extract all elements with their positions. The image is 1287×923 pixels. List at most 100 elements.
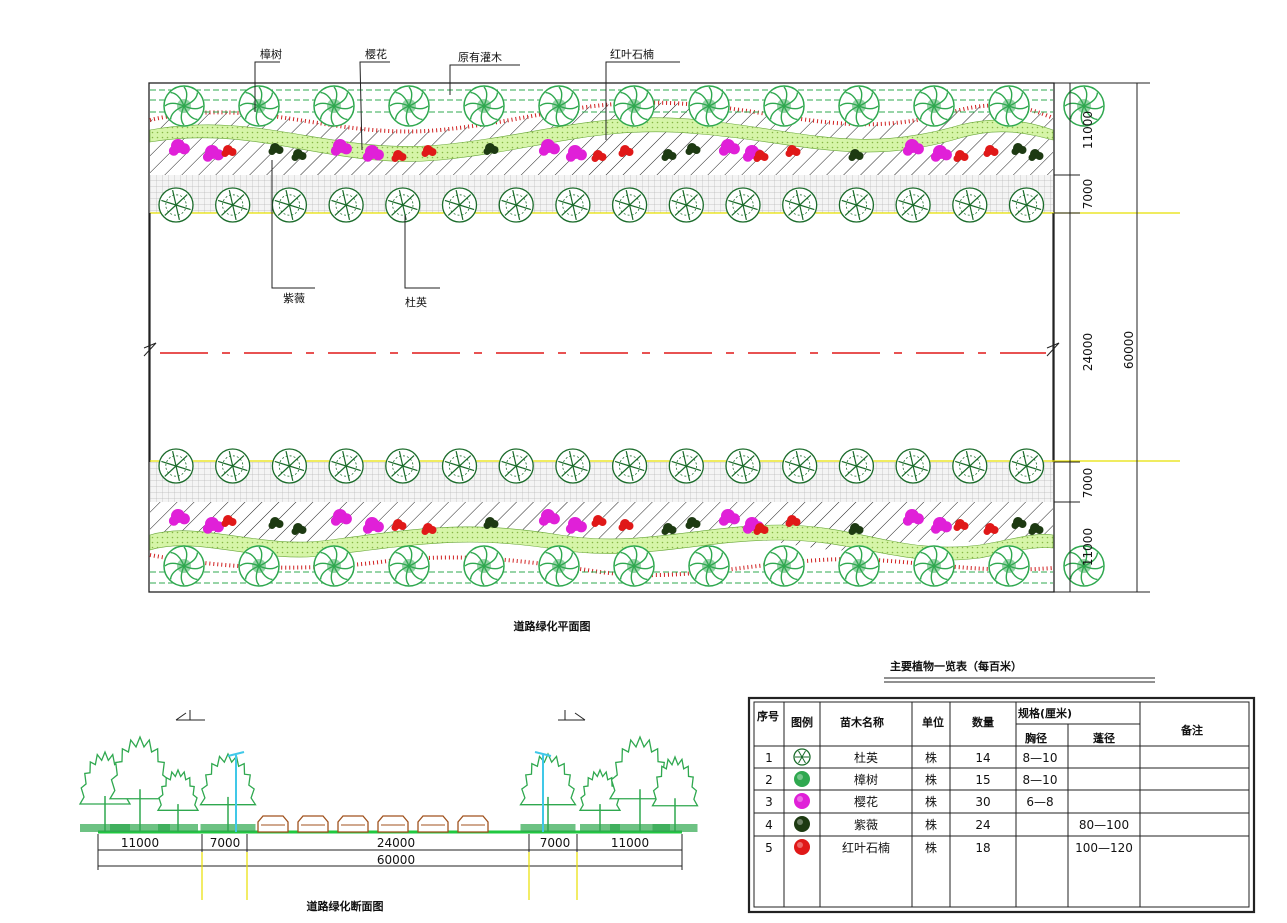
row-unit: 株 bbox=[925, 840, 937, 855]
plan-dimensions bbox=[1054, 82, 1150, 593]
crape-myrtle-shrub bbox=[661, 149, 677, 161]
hdr-spec: 规格(厘米) bbox=[1018, 706, 1072, 720]
crape-myrtle-shrub bbox=[291, 149, 307, 161]
green-canopy-tree bbox=[538, 545, 580, 587]
cherry-shrub bbox=[202, 145, 224, 162]
street-tree bbox=[498, 448, 534, 484]
tree-green-icon bbox=[794, 771, 810, 787]
green-canopy-tree bbox=[763, 85, 805, 127]
row-qty: 15 bbox=[975, 773, 990, 787]
car bbox=[297, 815, 329, 833]
dim-7000-top: 7000 bbox=[1081, 179, 1095, 210]
dim-24000: 24000 bbox=[1081, 333, 1095, 371]
section-tree bbox=[578, 768, 622, 832]
dim-60000: 60000 bbox=[1122, 331, 1136, 369]
section-tree bbox=[651, 755, 699, 832]
bottom-shrub-row bbox=[168, 509, 1044, 535]
cherry-shrub bbox=[538, 509, 560, 526]
street-tree bbox=[158, 187, 194, 223]
section-tree bbox=[156, 768, 200, 832]
section-guide-lines bbox=[201, 852, 578, 900]
photinia-shrub bbox=[953, 519, 969, 531]
street-tree bbox=[725, 448, 761, 484]
bottom-street-tree-row bbox=[158, 448, 1045, 484]
street-tree bbox=[952, 448, 988, 484]
green-canopy-tree bbox=[388, 545, 430, 587]
green-canopy-tree bbox=[688, 85, 730, 127]
section-cars bbox=[257, 815, 489, 833]
street-tree bbox=[1008, 448, 1045, 484]
top-shrub-row bbox=[168, 139, 1044, 162]
photinia-shrub bbox=[983, 145, 999, 157]
bottom-green-belt bbox=[149, 502, 1105, 591]
sec-dim-11000-left: 11000 bbox=[121, 836, 159, 850]
sec-dim-60000: 60000 bbox=[377, 853, 415, 867]
section-tree bbox=[108, 735, 172, 832]
cherry-shrub bbox=[930, 517, 952, 534]
cherry-shrub bbox=[718, 509, 740, 526]
photinia-shrub bbox=[591, 150, 607, 162]
lamp-posts bbox=[227, 751, 552, 832]
photinia-shrub bbox=[591, 515, 607, 527]
section-title: 道路绿化断面图 bbox=[307, 899, 384, 913]
plan-title: 道路绿化平面图 bbox=[514, 619, 591, 633]
green-canopy-tree bbox=[238, 85, 280, 127]
green-canopy-tree bbox=[838, 545, 880, 587]
row-height: 80—100 bbox=[1079, 818, 1129, 832]
cherry-shrub bbox=[718, 139, 740, 156]
green-canopy-tree bbox=[238, 545, 280, 587]
street-tree bbox=[838, 448, 875, 484]
photinia-shrub bbox=[618, 145, 634, 157]
photinia-shrub bbox=[753, 523, 769, 535]
green-canopy-tree bbox=[388, 85, 430, 127]
crape-myrtle-shrub bbox=[685, 143, 701, 155]
street-tree bbox=[611, 448, 648, 484]
row-no: 4 bbox=[765, 818, 773, 832]
crape-myrtle-shrub bbox=[1028, 523, 1044, 535]
street-tree bbox=[611, 187, 648, 223]
street-tree bbox=[441, 448, 478, 484]
green-canopy-tree bbox=[538, 85, 580, 127]
dim-7000-bottom: 7000 bbox=[1081, 468, 1095, 499]
photinia-shrub bbox=[391, 150, 407, 162]
shrub-red-icon bbox=[794, 839, 810, 855]
street-tree bbox=[498, 187, 534, 223]
tree-magenta-icon bbox=[794, 793, 810, 809]
crape-myrtle-shrub bbox=[661, 523, 677, 535]
hdr-crown: 胸径 bbox=[1025, 731, 1047, 745]
street-tree bbox=[271, 187, 308, 223]
street-tree bbox=[838, 187, 875, 223]
label-tree-d: 红叶石楠 bbox=[610, 47, 654, 61]
photinia-shrub bbox=[785, 515, 801, 527]
plan-view: 樟树 樱花 原有灌木 红叶石楠 紫薇 杜英 11000 7000 24000 7… bbox=[143, 47, 1180, 633]
top-canopy-row bbox=[163, 85, 1105, 127]
section-markers bbox=[175, 710, 586, 721]
green-canopy-tree bbox=[463, 545, 505, 587]
hdr-name: 苗木名称 bbox=[840, 715, 884, 729]
plant-table: 主要植物一览表（每百米） 序号 图例 苗木名称 单位 数量 规格(厘米) 胸径 … bbox=[747, 659, 1256, 914]
car bbox=[377, 815, 409, 833]
sec-dim-7000-left: 7000 bbox=[210, 836, 241, 850]
cherry-shrub bbox=[330, 139, 352, 156]
crape-myrtle-shrub bbox=[685, 517, 701, 529]
street-tree bbox=[555, 448, 591, 484]
cherry-shrub bbox=[565, 145, 587, 162]
street-tree bbox=[441, 187, 478, 223]
hdr-legend: 图例 bbox=[791, 715, 813, 729]
photinia-shrub bbox=[785, 145, 801, 157]
shrub-dark-icon bbox=[794, 816, 810, 832]
table-title: 主要植物一览表（每百米） bbox=[890, 659, 1022, 673]
row-height: 100—120 bbox=[1075, 841, 1133, 855]
crape-myrtle-shrub bbox=[483, 517, 499, 529]
street-tree bbox=[895, 448, 931, 484]
green-canopy-tree bbox=[988, 85, 1030, 127]
green-canopy-tree bbox=[1063, 85, 1105, 127]
green-canopy-tree bbox=[163, 85, 205, 127]
section-view: 11000 7000 24000 7000 11000 60000 道路绿化断面… bbox=[78, 710, 699, 913]
cherry-shrub bbox=[202, 517, 224, 534]
